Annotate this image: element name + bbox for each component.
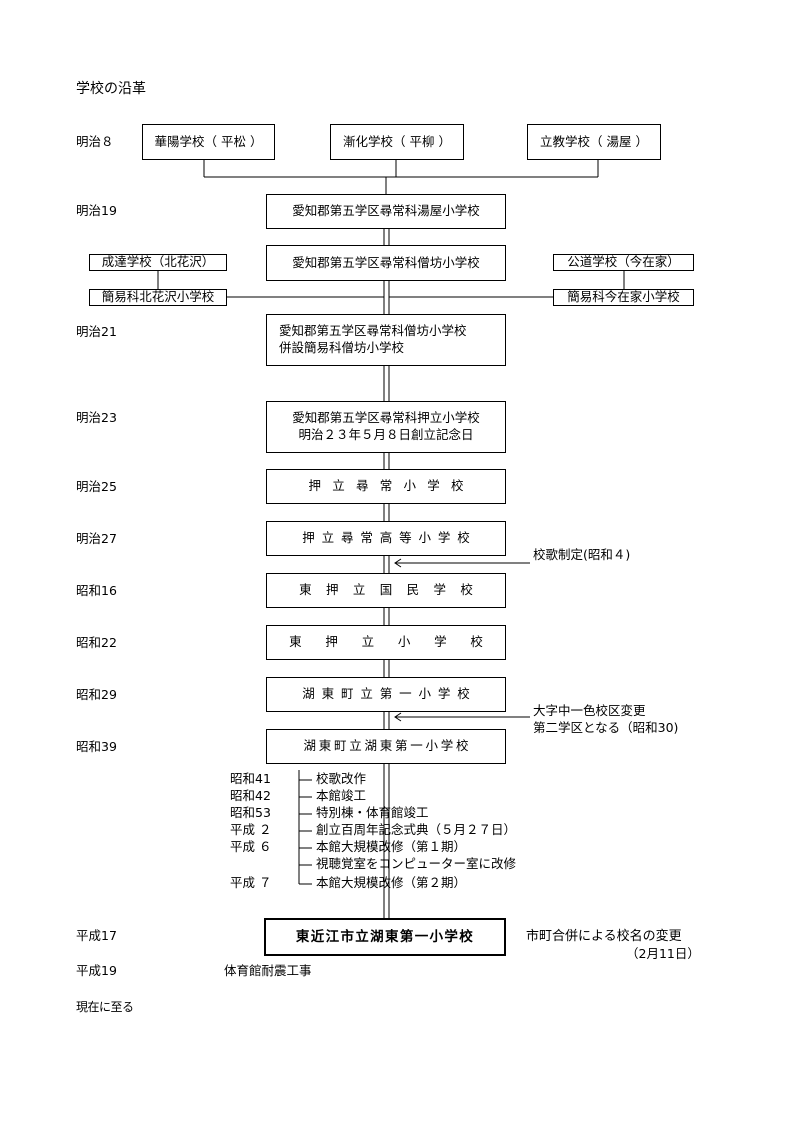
- school-m23-line2: 明治２３年５月８日創立記念日: [298, 427, 474, 442]
- school-h17: 東近江市立湖東第一小学校: [264, 918, 506, 956]
- era-m25: 明治25: [76, 479, 117, 494]
- event-era: 平成 ７: [230, 875, 272, 890]
- page-title: 学校の沿革: [76, 81, 146, 97]
- era-m19: 明治19: [76, 203, 117, 218]
- era-m23: 明治23: [76, 410, 117, 425]
- era-s16: 昭和16: [76, 583, 117, 598]
- school-m19-yuya: 愛知郡第五学区尋常科湯屋小学校: [266, 194, 506, 229]
- event-era: 昭和53: [230, 805, 271, 820]
- event-text: 視聴覚室をコンピューター室に改修: [316, 856, 517, 871]
- event-text: 創立百周年記念式典（５月２７日）: [316, 822, 517, 837]
- event-era: 平成 ２: [230, 822, 272, 837]
- school-m27: 押立尋常高等小学校: [266, 521, 506, 556]
- side-school-kodo: 公道学校（今在家）: [553, 254, 694, 271]
- annotation-merger-line2: （2月11日）: [626, 946, 700, 961]
- annotation-school-song: 校歌制定(昭和４): [533, 547, 631, 562]
- event-text: 本館大規模改修（第２期）: [316, 875, 467, 890]
- school-s22: 東押立小学校: [266, 625, 506, 660]
- era-m8: 明治８: [76, 134, 114, 149]
- side-school-seitatsu: 成達学校（北花沢）: [89, 254, 227, 271]
- side-school-imazaike: 簡易科今在家小学校: [553, 289, 694, 306]
- event-era: 平成 ６: [230, 839, 272, 854]
- era-m27: 明治27: [76, 531, 117, 546]
- era-current: 現在に至る: [76, 1000, 134, 1014]
- school-m25: 押立尋常小学校: [266, 469, 506, 504]
- annotation-district-line1: 大字中一色校区変更: [533, 703, 646, 718]
- origin-school-kayo: 華陽学校（ 平松 ）: [142, 124, 275, 160]
- era-s29: 昭和29: [76, 687, 117, 702]
- school-m19-sobo: 愛知郡第五学区尋常科僧坊小学校: [266, 245, 506, 281]
- event-h19: 体育館耐震工事: [224, 963, 312, 978]
- era-h19: 平成19: [76, 963, 117, 978]
- school-m23: 愛知郡第五学区尋常科押立小学校 明治２３年５月８日創立記念日: [266, 401, 506, 453]
- annotation-district-line2: 第二学区となる（昭和30): [533, 720, 679, 735]
- side-school-kitahanazawa: 簡易科北花沢小学校: [89, 289, 227, 306]
- era-s22: 昭和22: [76, 635, 117, 650]
- event-text: 校歌改作: [316, 771, 367, 786]
- school-s16: 東押立国民学校: [266, 573, 506, 608]
- origin-school-zenka: 漸化学校（ 平柳 ）: [330, 124, 464, 160]
- event-text: 本館大規模改修（第１期）: [316, 839, 467, 854]
- school-m21-line1: 愛知郡第五学区尋常科僧坊小学校: [279, 323, 467, 339]
- era-h17: 平成17: [76, 928, 117, 943]
- school-s39: 湖東町立湖東第一小学校: [266, 729, 506, 764]
- era-s39: 昭和39: [76, 739, 117, 754]
- event-era: 昭和41: [230, 771, 271, 786]
- school-m23-line1: 愛知郡第五学区尋常科押立小学校: [292, 410, 480, 426]
- event-text: 本館竣工: [316, 788, 367, 803]
- event-era: 昭和42: [230, 788, 271, 803]
- school-m21: 愛知郡第五学区尋常科僧坊小学校 併設簡易科僧坊小学校: [266, 314, 506, 366]
- event-text: 特別棟・体育館竣工: [316, 805, 429, 820]
- origin-school-rikkyo: 立教学校（ 湯屋 ）: [527, 124, 661, 160]
- era-m21: 明治21: [76, 324, 117, 339]
- school-s29: 湖東町立第一小学校: [266, 677, 506, 712]
- school-m21-line2: 併設簡易科僧坊小学校: [279, 340, 405, 355]
- annotation-merger-line1: 市町合併による校名の変更: [526, 929, 682, 944]
